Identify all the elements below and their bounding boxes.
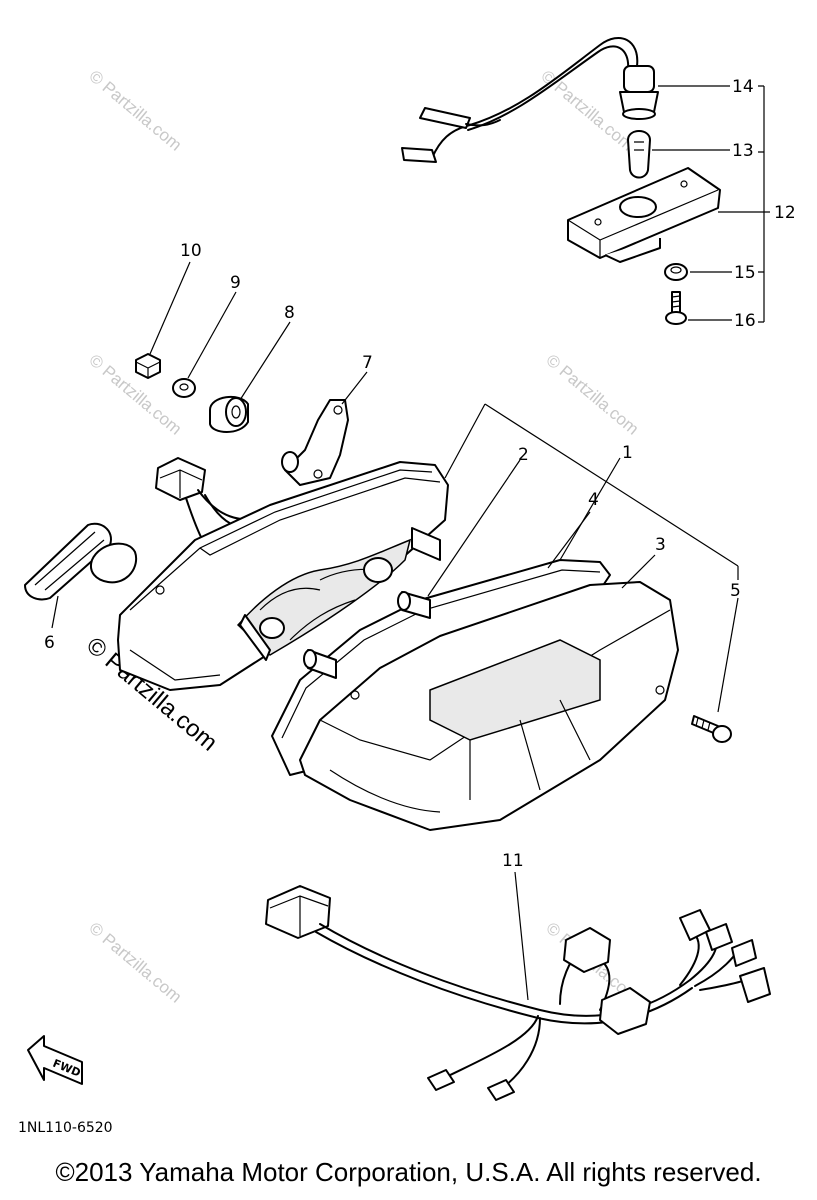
watermark: © Partzilla.com <box>542 351 642 439</box>
watermark: © Partzilla.com <box>85 67 185 155</box>
callout-16: 16 <box>734 311 756 331</box>
callout-7: 7 <box>362 353 373 373</box>
callout-leaders <box>51 261 529 1001</box>
callout-3: 3 <box>655 535 666 555</box>
washer-9 <box>172 378 196 398</box>
bulb-13 <box>627 130 651 179</box>
callout-15: 15 <box>734 263 756 283</box>
callout-14: 14 <box>732 77 754 97</box>
fwd-arrow-icon: FWD <box>27 1035 83 1085</box>
wire-harness-11 <box>265 885 771 1101</box>
nut-15 <box>664 263 688 281</box>
stud-2 <box>303 591 431 679</box>
callout-bracket-12-16 <box>652 85 770 323</box>
nut-10 <box>135 353 161 379</box>
bulb-socket-14 <box>619 65 659 120</box>
tail-light-housing <box>117 461 449 691</box>
license-light-wire <box>401 37 639 163</box>
copyright-notice: ©2013 Yamaha Motor Corporation, U.S.A. A… <box>55 1157 762 1187</box>
grommet-8 <box>209 395 249 433</box>
callout-10: 10 <box>180 241 202 261</box>
callout-4: 4 <box>588 490 599 510</box>
screw-5 <box>691 715 732 743</box>
callout-bracket-1-5 <box>427 403 739 713</box>
callout-11: 11 <box>502 851 524 871</box>
lamp-holder-plate-12 <box>567 167 721 263</box>
callout-9: 9 <box>230 273 241 293</box>
callout-13: 13 <box>732 141 754 161</box>
bracket-7 <box>281 399 349 486</box>
watermark: © Partzilla.com <box>85 919 185 1007</box>
callout-5: 5 <box>730 581 741 601</box>
lens-3 <box>299 581 679 831</box>
reflector-6 <box>24 522 138 601</box>
drawing-code: 1NL110-6520 <box>18 1120 113 1136</box>
callout-12: 12 <box>774 203 796 223</box>
callout-1: 1 <box>622 443 633 463</box>
callout-8: 8 <box>284 303 295 323</box>
screw-16 <box>665 291 687 325</box>
callout-2: 2 <box>518 445 529 465</box>
callout-numbers: 1 2 3 4 5 6 7 8 9 10 11 12 13 14 15 16 <box>44 77 796 871</box>
callout-6: 6 <box>44 633 55 653</box>
